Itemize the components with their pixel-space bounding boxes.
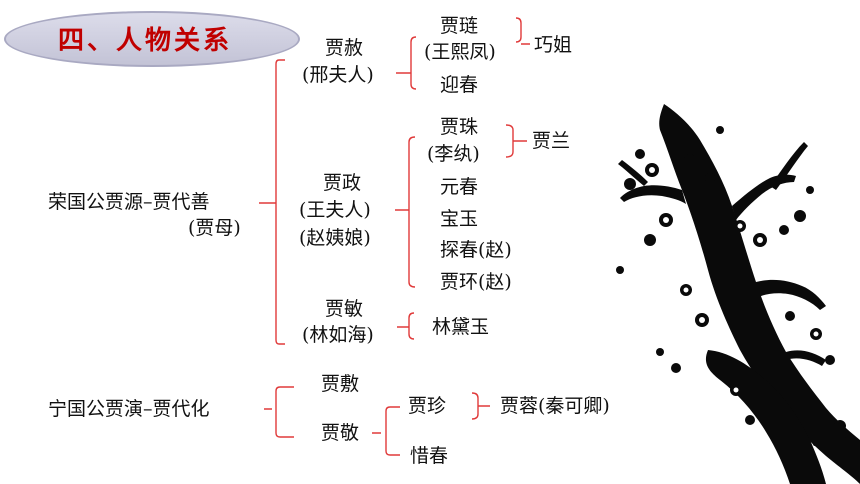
node-yuanchun: 元春	[440, 176, 479, 198]
bracket-zhu	[505, 124, 527, 158]
node-jia-lian-spouse: (王熙凤)	[424, 41, 496, 63]
node-jia-huan: 贾环(赵)	[440, 271, 512, 293]
node-jia-lan: 贾兰	[532, 130, 571, 152]
node-qiaojie: 巧姐	[534, 34, 573, 56]
node-jia-zhu-spouse: (李纨)	[427, 143, 480, 165]
bracket-rongguo	[259, 59, 285, 345]
node-jia-min-spouse: (林如海)	[302, 324, 374, 346]
ningguo-root: 宁国公贾演–贾代化	[48, 398, 210, 420]
node-jia-zheng-spouse1: (王夫人)	[299, 199, 371, 221]
bracket-zheng	[395, 136, 416, 288]
bracket-she	[396, 36, 417, 90]
bracket-ningguo	[264, 386, 294, 438]
node-jia-zheng-spouse2: (赵姨娘)	[299, 227, 371, 249]
bracket-zhen	[471, 392, 490, 420]
node-jia-fu: 贾敷	[321, 373, 360, 395]
node-xichun: 惜春	[410, 445, 449, 467]
title-banner	[4, 11, 300, 67]
node-yingchun: 迎春	[440, 74, 479, 96]
node-lin-daiyu: 林黛玉	[432, 316, 490, 338]
node-jia-jing: 贾敬	[321, 422, 360, 444]
plum-blossom-branch	[616, 104, 860, 484]
bracket-lian	[515, 17, 530, 45]
page-title: 四、人物关系	[58, 26, 233, 56]
node-jia-zheng: 贾政	[323, 172, 362, 194]
node-jia-she-spouse: (邢夫人)	[302, 64, 374, 86]
bracket-min	[397, 312, 415, 340]
rongguo-root-sub: (贾母)	[188, 217, 241, 239]
bracket-jing	[372, 406, 400, 456]
node-baoyu: 宝玉	[440, 208, 479, 230]
node-jia-zhu: 贾珠	[440, 116, 479, 138]
node-jia-rong: 贾蓉(秦可卿)	[500, 395, 610, 417]
rongguo-root: 荣国公贾源–贾代善	[48, 191, 210, 213]
node-tanchun: 探春(赵)	[440, 239, 512, 261]
node-jia-she: 贾赦	[325, 37, 364, 59]
node-jia-min: 贾敏	[325, 298, 364, 320]
node-jia-lian: 贾琏	[440, 15, 479, 37]
node-jia-zhen: 贾珍	[408, 395, 447, 417]
